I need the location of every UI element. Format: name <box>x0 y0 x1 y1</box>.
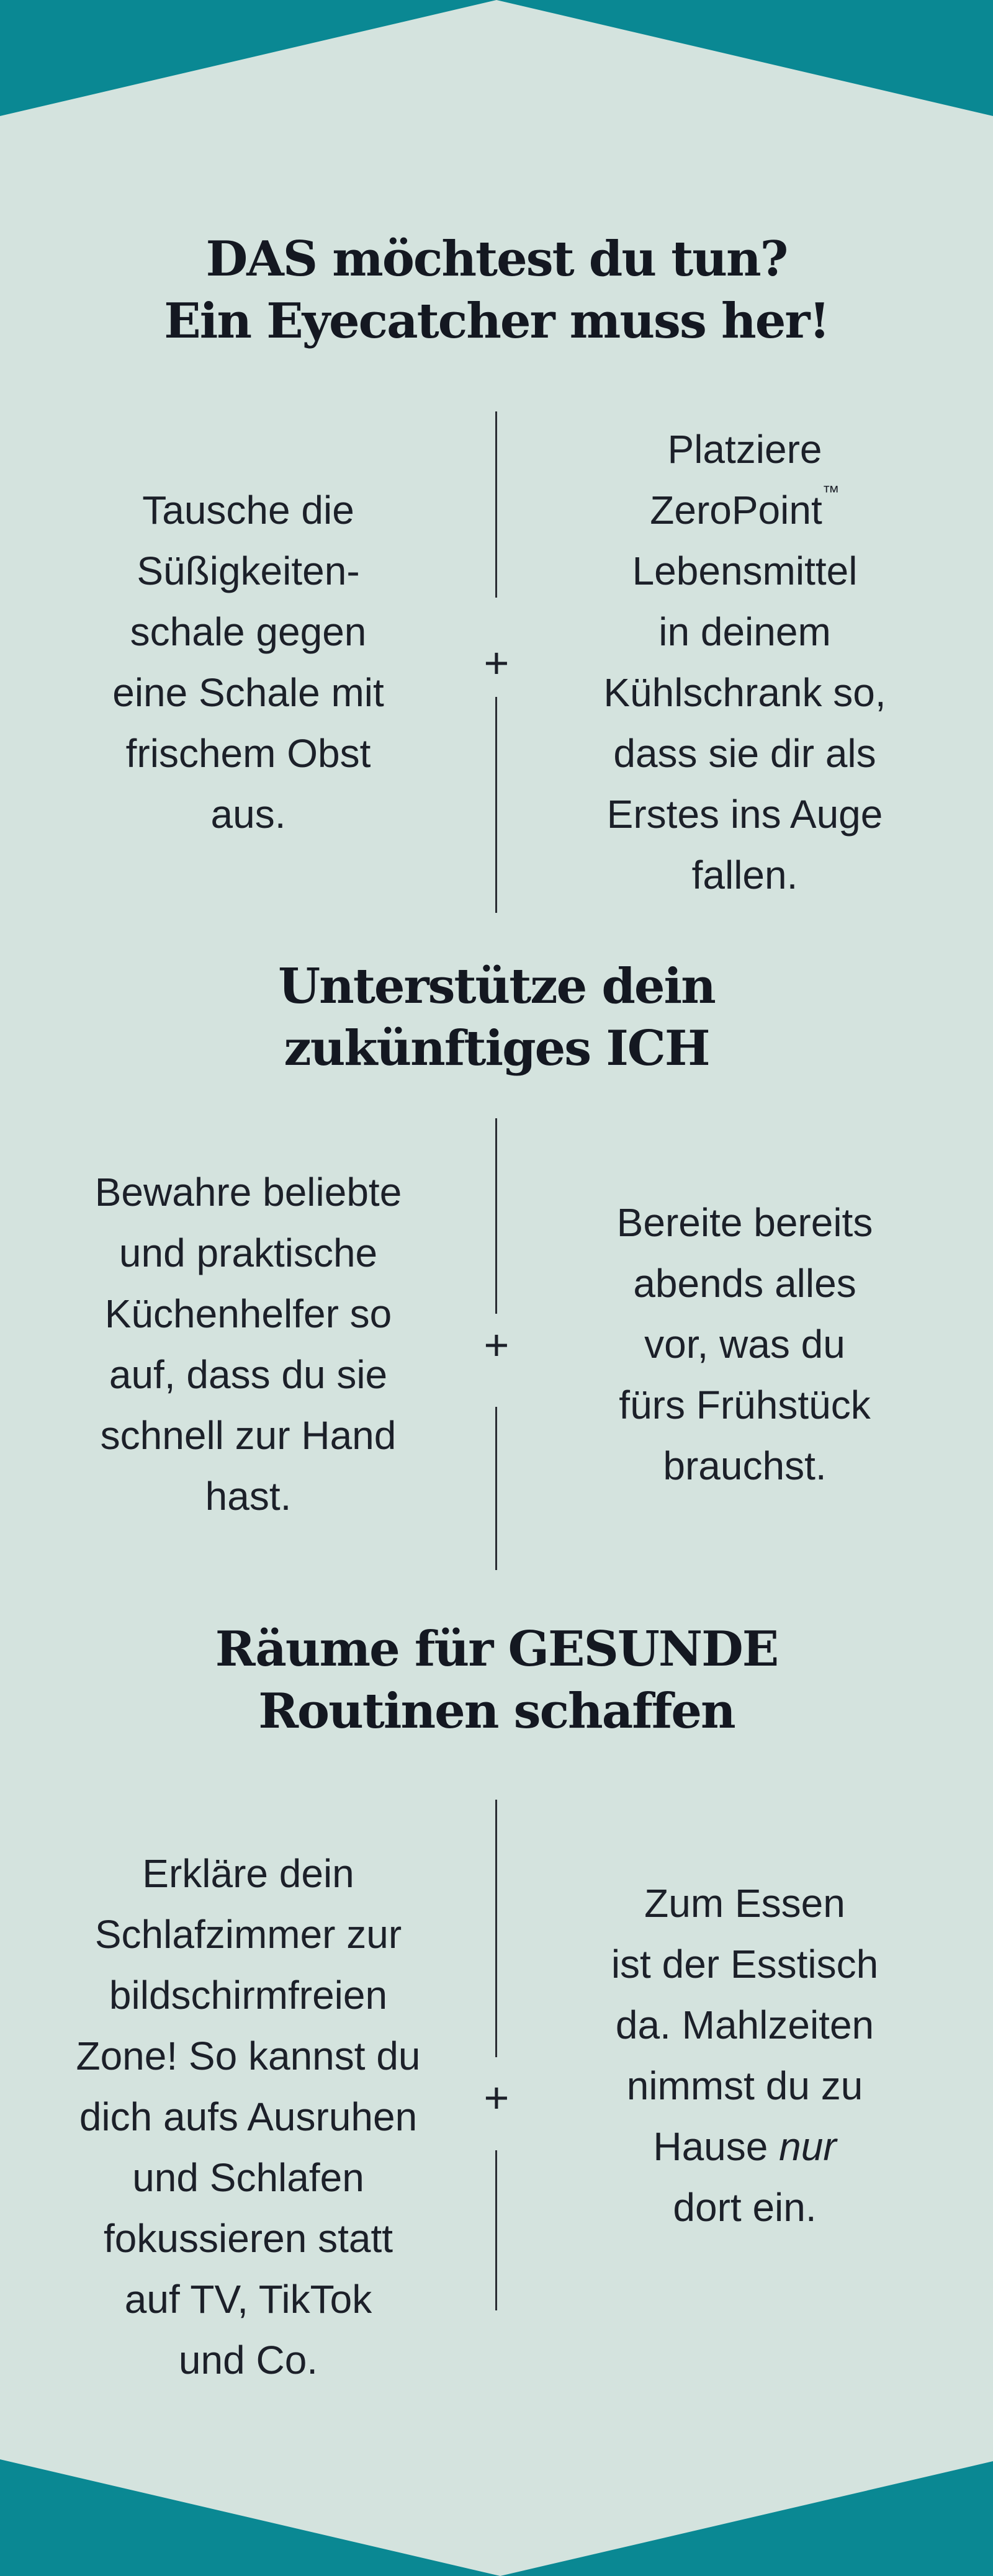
plus-separator: + <box>483 2073 510 2122</box>
zeropoint-text: ZeroPoint <box>650 488 822 532</box>
tip-line: frischem Obst <box>125 731 371 776</box>
section-3-tips: Erkläre dein Schlafzimmer zur bildschirm… <box>0 1800 993 2382</box>
tip-left: Erkläre dein Schlafzimmer zur bildschirm… <box>37 1800 459 2402</box>
tip-line: Zone! So kannst du <box>76 2034 421 2078</box>
tip-line: in deinem <box>658 609 831 654</box>
tip-line: Platziere <box>667 427 822 472</box>
bottom-teal-chevron-right <box>500 2461 993 2576</box>
tip-line: Zum Essen <box>644 1880 845 1926</box>
title-line: Routinen schaffen <box>258 1683 736 1739</box>
tip-line: bildschirmfreien <box>109 1973 388 2017</box>
tip-text: Hause <box>653 2124 780 2169</box>
section-2-tips: Bewahre beliebte und praktische Küchenhe… <box>0 1118 993 1570</box>
trademark-symbol: ™ <box>822 482 840 501</box>
title-line: Unterstütze dein <box>278 958 716 1015</box>
tip-line: fallen. <box>691 853 798 897</box>
tip-line: und Schlafen <box>132 2155 364 2200</box>
tip-left: Bewahre beliebte und praktische Küchenhe… <box>37 1118 459 1570</box>
divider-line <box>495 1800 497 2057</box>
tip-line: brauchst. <box>663 1443 827 1488</box>
tip-line: Lebensmittel <box>632 549 858 593</box>
plus-separator: + <box>483 1321 510 1369</box>
tip-line: ist der Esstisch <box>611 1941 879 1986</box>
tip-line: da. Mahlzeiten <box>615 2002 874 2047</box>
tip-line: Süßigkeiten- <box>137 549 360 593</box>
tip-line: Küchenhelfer so <box>104 1291 392 1336</box>
divider-line <box>495 1407 497 1570</box>
section-1-title: DAS möchtest du tun? Ein Eyecatcher muss… <box>0 228 993 352</box>
tip-line: dich aufs Ausruhen <box>79 2094 418 2139</box>
tip-line: Erstes ins Auge <box>606 792 883 837</box>
tip-line: aus. <box>210 792 286 837</box>
tip-right: Platziere ZeroPoint™ Lebensmittel in dei… <box>534 411 956 913</box>
divider-line <box>495 411 497 598</box>
tip-right: Zum Essen ist der Esstisch da. Mahlzeite… <box>534 1800 956 2310</box>
tip-line: ZeroPoint™ <box>603 480 886 541</box>
tip-line: vor, was du <box>644 1322 845 1367</box>
tip-line: schnell zur Hand <box>100 1413 397 1458</box>
title-line: Räume für GESUNDE <box>215 1621 780 1677</box>
title-line: DAS möchtest du tun? <box>205 231 789 287</box>
divider-line <box>495 697 497 913</box>
top-teal-chevron-right <box>496 0 993 116</box>
tip-right: Bereite bereits abends alles vor, was du… <box>534 1118 956 1570</box>
tip-line: Erkläre dein <box>142 1851 354 1896</box>
tip-line: Hause nur <box>611 2116 878 2177</box>
plus-separator: + <box>483 639 510 687</box>
tip-line: Bewahre beliebte <box>94 1170 402 1214</box>
divider-line <box>495 1118 497 1314</box>
tip-line: und praktische <box>119 1231 378 1275</box>
title-line: zukünftiges ICH <box>284 1020 710 1077</box>
tip-line: hast. <box>205 1474 292 1519</box>
section-3-title: Räume für GESUNDE Routinen schaffen <box>0 1618 993 1743</box>
title-line: Ein Eyecatcher muss her! <box>164 293 830 349</box>
section-2-title: Unterstütze dein zukünftiges ICH <box>0 956 993 1080</box>
emphasis-text: nur <box>779 2124 837 2169</box>
tip-line: nimmst du zu <box>626 2063 863 2108</box>
tip-line: Bereite bereits <box>616 1200 873 1245</box>
tip-line: fokussieren statt <box>104 2216 393 2261</box>
section-1-tips: Tausche die Süßigkeiten- schale gegen ei… <box>0 411 993 913</box>
tip-line: Kühlschrank so, <box>603 670 886 715</box>
tip-line: dass sie dir als <box>613 731 876 776</box>
tip-left: Tausche die Süßigkeiten- schale gegen ei… <box>37 411 459 913</box>
bottom-teal-chevron <box>0 2459 500 2576</box>
tip-line: auf, dass du sie <box>109 1352 388 1397</box>
divider-line <box>495 2150 497 2310</box>
tip-line: Schlafzimmer zur <box>94 1912 402 1957</box>
tip-line: eine Schale mit <box>112 670 384 715</box>
tip-line: auf TV, TikTok <box>124 2277 372 2322</box>
tip-line: Tausche die <box>142 488 354 532</box>
tip-line: fürs Frühstück <box>619 1383 871 1427</box>
tip-line: dort ein. <box>673 2184 817 2230</box>
tip-line: abends alles <box>633 1261 856 1306</box>
top-teal-chevron <box>0 0 496 116</box>
tip-line: schale gegen <box>130 609 367 654</box>
tip-line: und Co. <box>178 2338 318 2382</box>
